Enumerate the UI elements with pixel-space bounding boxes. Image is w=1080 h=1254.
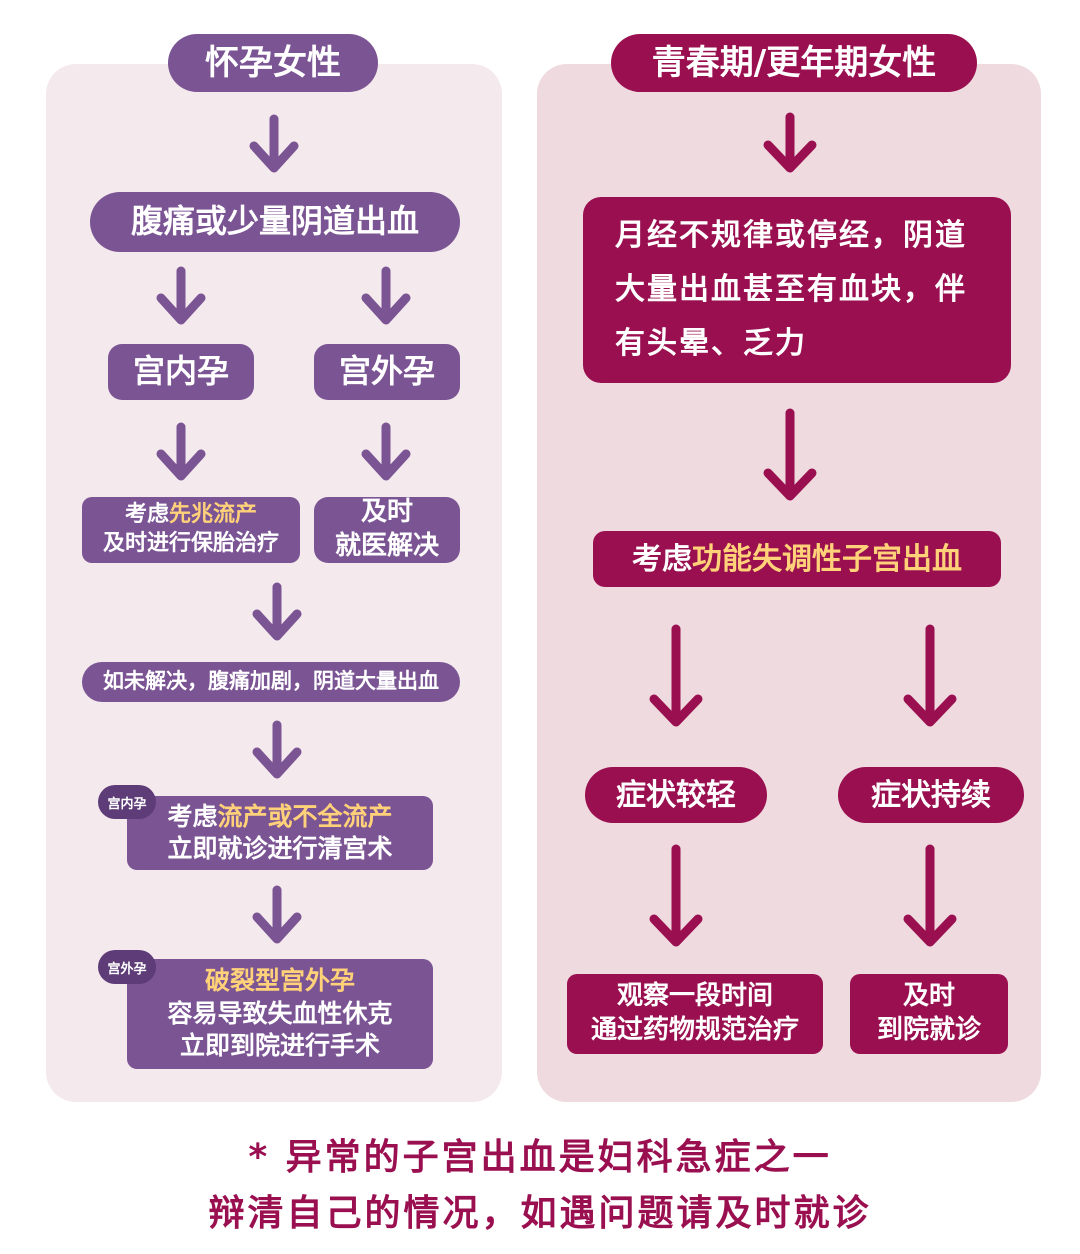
worsening-box: 如未解决，腹痛加剧，阴道大量出血: [82, 662, 460, 702]
dub-consider-box: 考虑功能失调性子宫出血: [593, 531, 1001, 587]
persistent-symptoms-box: 症状持续: [838, 767, 1024, 823]
arrow-down-icon: [361, 422, 411, 481]
arrow-down-icon: [649, 844, 703, 947]
footer-note-line2: 辩清自己的情况，如遇问题请及时就诊: [208, 1193, 872, 1234]
hospital-visit-box: 及时 到院就诊: [850, 974, 1008, 1054]
arrow-down-icon: [252, 582, 302, 641]
arrow-down-icon: [763, 112, 817, 173]
arrow-down-icon: [361, 266, 411, 325]
ectopic-badge: 宫外孕: [98, 950, 156, 984]
left-title: 怀孕女性: [168, 34, 378, 92]
arrow-down-icon: [903, 624, 957, 727]
right-title: 青春期/更年期女性: [611, 34, 977, 92]
arrow-down-icon: [903, 844, 957, 947]
arrow-down-icon: [249, 114, 299, 173]
footer-note-line1: * 异常的子宫出血是妇科急症之一: [248, 1137, 832, 1178]
arrow-down-icon: [252, 885, 302, 944]
arrow-down-icon: [252, 720, 302, 779]
right-symptom-box: 月经不规律或停经，阴道 大量出血甚至有血块，伴 有头晕、乏力: [583, 197, 1011, 383]
intrauterine-outcome-box: 考虑流产或不全流产 立即就诊进行清宫术: [127, 796, 433, 870]
arrow-down-icon: [763, 408, 817, 501]
seek-care-box: 及时 就医解决: [314, 497, 460, 563]
ectopic-box: 宫外孕: [314, 344, 460, 400]
arrow-down-icon: [649, 624, 703, 727]
ectopic-outcome-box: 破裂型宫外孕 容易导致失血性休克 立即到院进行手术: [127, 959, 433, 1069]
observe-treat-box: 观察一段时间 通过药物规范治疗: [567, 974, 823, 1054]
mild-symptoms-box: 症状较轻: [585, 767, 767, 823]
intrauterine-badge: 宫内孕: [98, 785, 156, 819]
arrow-down-icon: [156, 266, 206, 325]
arrow-down-icon: [156, 422, 206, 481]
intrauterine-box: 宫内孕: [108, 344, 254, 400]
left-symptom-box: 腹痛或少量阴道出血: [90, 192, 460, 252]
threatened-abortion-box: 考虑先兆流产 及时进行保胎治疗: [82, 497, 300, 563]
